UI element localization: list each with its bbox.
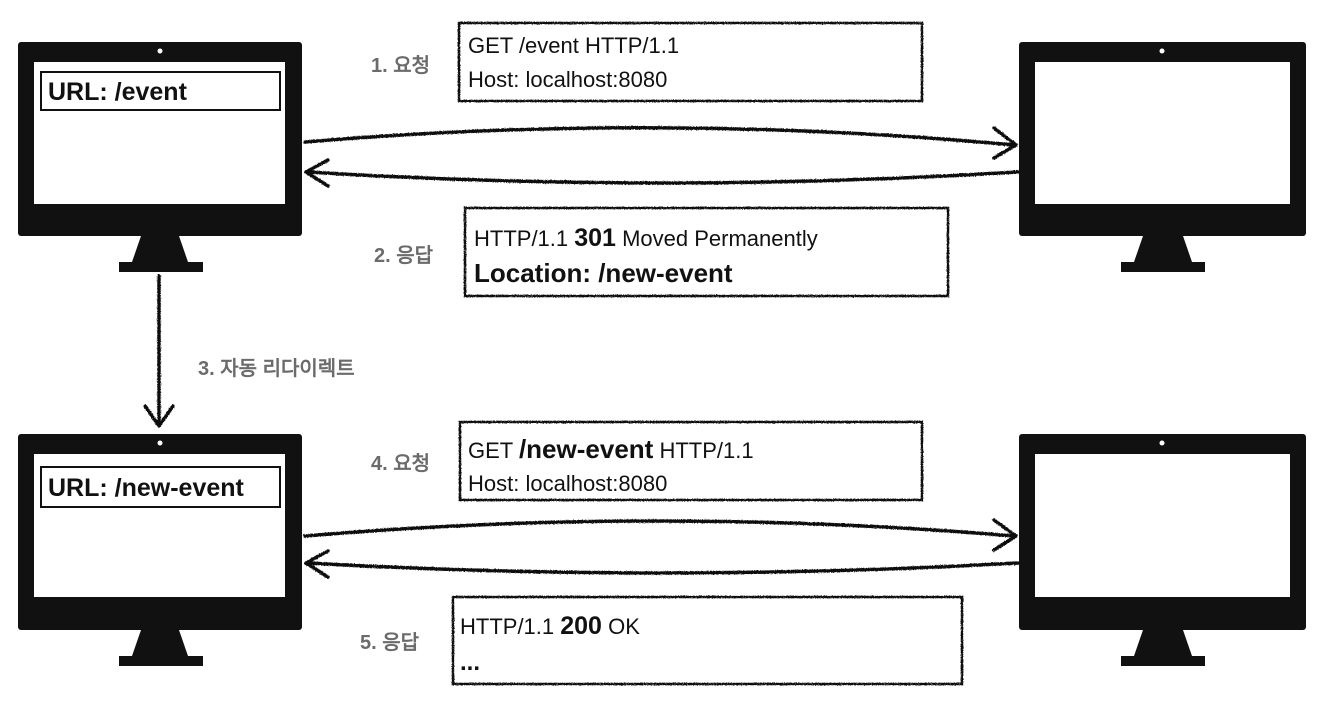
server-monitor-bottom — [1019, 434, 1306, 666]
request-2-line-1: GET /new-event HTTP/1.1 — [468, 434, 754, 464]
step-label-4: 4. 요청 — [371, 452, 430, 475]
request-1-line-2: Host: localhost:8080 — [468, 67, 667, 92]
client-monitor-bottom: URL: /new-event — [18, 434, 302, 666]
step-label-5: 5. 응답 — [360, 631, 420, 654]
computer-monitor-icon — [1019, 42, 1306, 272]
request-1-line-1: GET /event HTTP/1.1 — [468, 33, 679, 58]
computer-monitor-icon — [1019, 434, 1306, 666]
step-label-3: 3. 자동 리다이렉트 — [198, 357, 355, 380]
response-2-line-1: HTTP/1.1 200 OK — [460, 612, 640, 640]
step-label-2: 2. 응답 — [374, 244, 434, 267]
address-bar[interactable] — [40, 71, 281, 111]
response-1-box — [463, 206, 950, 298]
arrow-down-icon — [143, 274, 175, 428]
client-monitor-top: URL: /event — [18, 42, 302, 272]
arrow-right-icon — [303, 125, 1018, 160]
request-2-line-2: Host: localhost:8080 — [468, 471, 667, 496]
arrow-left-icon — [304, 549, 1020, 579]
step-label-1: 1. 요청 — [371, 54, 430, 77]
server-monitor-top — [1019, 42, 1306, 272]
response-2-box — [451, 595, 964, 686]
arrow-left-icon — [304, 158, 1020, 188]
arrow-right-icon — [303, 518, 1018, 552]
address-bar-url: URL: /new-event — [48, 474, 245, 502]
response-1-line-2: Location: /new-event — [474, 258, 733, 288]
response-1-line-1: HTTP/1.1 301 Moved Permanently — [474, 224, 818, 252]
address-bar[interactable] — [40, 466, 281, 508]
response-2-line-2: ... — [460, 649, 480, 676]
request-2-box — [458, 420, 924, 502]
address-bar-url: URL: /event — [48, 78, 188, 106]
request-1-box — [457, 21, 924, 103]
